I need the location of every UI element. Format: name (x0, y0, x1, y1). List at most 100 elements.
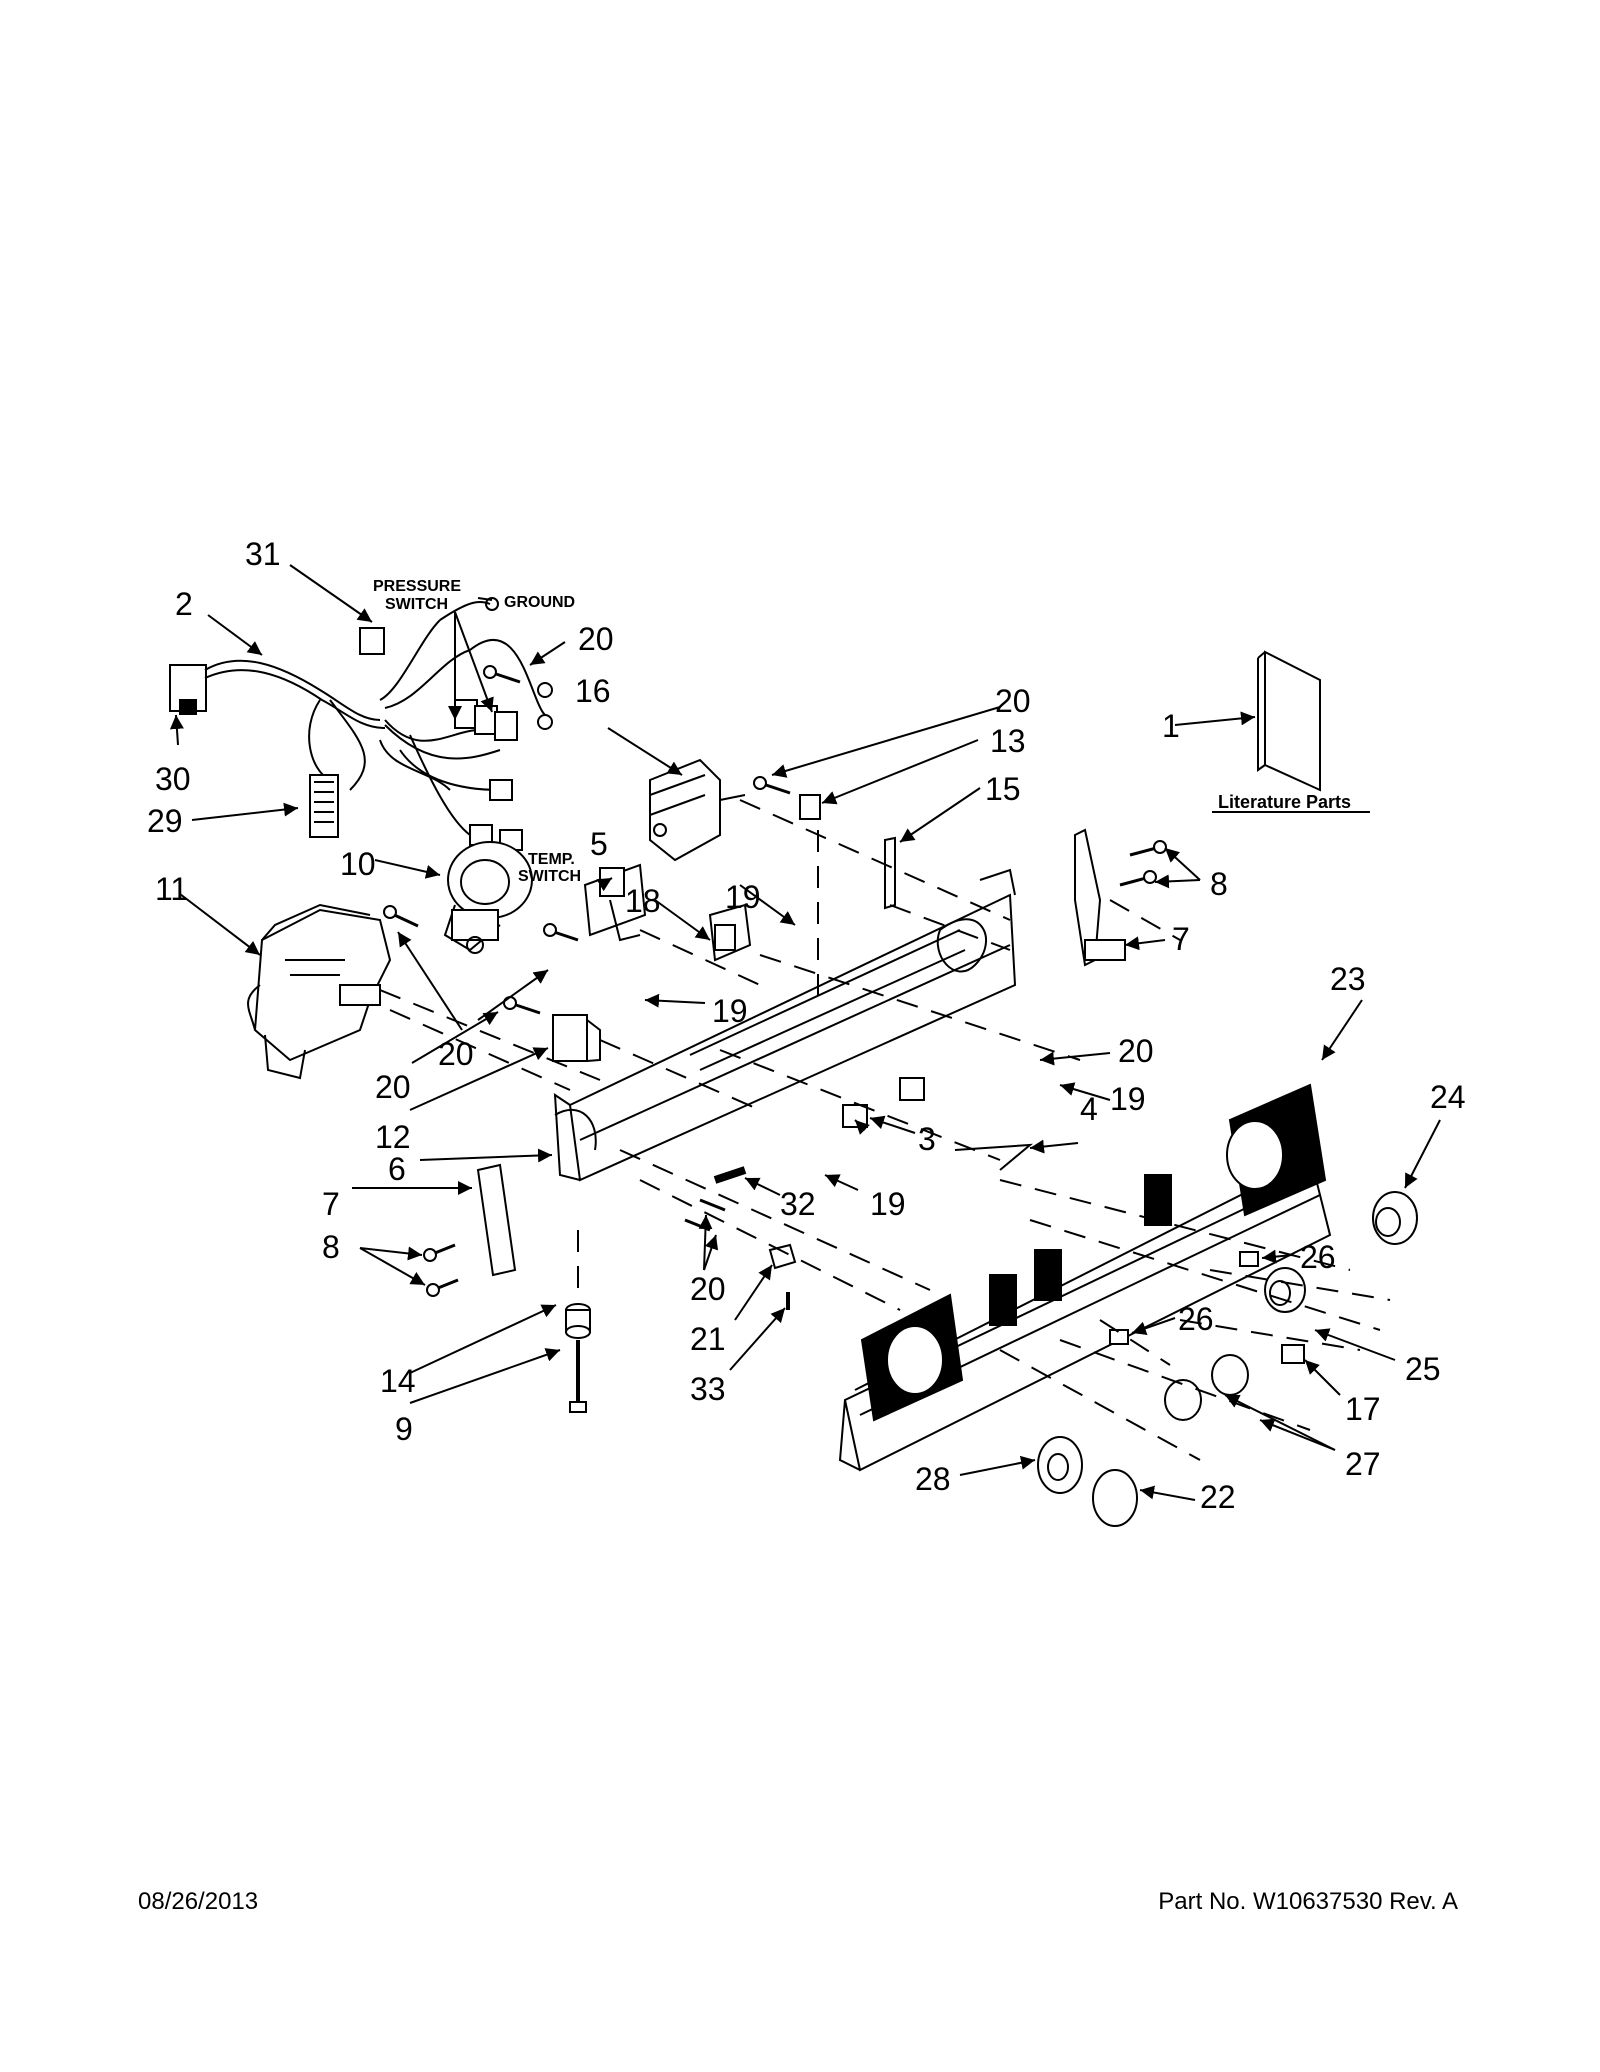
leader-26a (1261, 1249, 1293, 1264)
callout-30: 30 (155, 761, 191, 797)
callout-11: 11 (155, 871, 188, 907)
callout-13: 13 (990, 723, 1026, 759)
switch-part (708, 903, 752, 962)
callout-14: 14 (380, 1363, 416, 1399)
leader-6 (419, 1148, 553, 1163)
leader-19e (854, 1119, 870, 1135)
console-panel-part (838, 1083, 1332, 1472)
leader-21 (734, 1264, 773, 1321)
leader-ground (477, 597, 493, 601)
callout-18: 18 (625, 883, 661, 919)
rail-part (1074, 828, 1126, 967)
callout-25: 25 (1405, 1351, 1441, 1387)
callout-27: 27 (1345, 1446, 1381, 1482)
leader-19d (824, 1174, 859, 1191)
callout-6: 6 (388, 1151, 406, 1187)
callout-5: 5 (590, 826, 608, 862)
callout-23: 23 (1330, 961, 1366, 997)
leader-20f (771, 706, 1001, 778)
pressure-switch-label-2: SWITCH (385, 596, 448, 613)
leader-17 (1304, 1359, 1341, 1396)
leader-20e-b (703, 1234, 719, 1271)
callout-17: 17 (1345, 1391, 1381, 1427)
leader-18 (654, 899, 711, 941)
screw-part (753, 776, 791, 795)
leader-2 (207, 614, 263, 656)
clip-part (799, 794, 821, 820)
footer-date: 08/26/2013 (138, 1888, 259, 1915)
leader-28 (959, 1455, 1036, 1476)
leader-27-a (1224, 1394, 1336, 1451)
callout-12: 12 (375, 1119, 411, 1155)
bracket-part (884, 836, 896, 910)
knob-part (1264, 1267, 1306, 1313)
literature-booklet-part (1257, 650, 1321, 792)
ground-label: GROUND (504, 594, 575, 611)
callout-2: 2 (175, 586, 193, 622)
leader-32 (744, 1177, 781, 1196)
literature-parts-label: Literature Parts (1218, 792, 1351, 812)
leader-8L-b (359, 1247, 426, 1286)
callout-32: 32 (780, 1186, 816, 1222)
leader-33 (729, 1307, 786, 1371)
leader-22 (1139, 1485, 1196, 1501)
callout-22: 22 (1200, 1479, 1236, 1515)
leader-19a (739, 884, 796, 926)
wire-harness-part (169, 597, 553, 851)
screw-part (1119, 870, 1157, 887)
callout-20d: 20 (375, 1069, 411, 1105)
leader-12 (409, 1047, 549, 1111)
callout-21: 21 (690, 1321, 726, 1357)
screw-part (426, 1278, 459, 1297)
callout-31: 31 (245, 536, 281, 572)
clip-part (1109, 1251, 1305, 1364)
callout-4: 4 (1080, 1091, 1098, 1127)
leader-11 (179, 893, 261, 956)
leader-5 (596, 877, 613, 892)
leader-20a (529, 641, 566, 666)
drive-assembly-part (649, 758, 746, 862)
callout-9: 9 (395, 1411, 413, 1447)
pressure-switch-label-1: PRESSURE (373, 578, 461, 595)
leader-30 (169, 714, 184, 746)
callout-8L: 8 (322, 1229, 340, 1265)
callout-1: 1 (1162, 708, 1180, 744)
leader-26b (1131, 1317, 1176, 1335)
leader-20e-a (698, 1214, 713, 1271)
callout-20g: 20 (1118, 1033, 1154, 1069)
leader-13 (821, 739, 979, 805)
leader-19b (644, 993, 706, 1008)
knob-part (1164, 1354, 1249, 1421)
leader-20b (397, 931, 463, 1031)
footer-part-number: Part No. W10637530 Rev. A (1158, 1888, 1458, 1915)
timer-part (247, 903, 392, 1080)
leader-8R-b (1154, 874, 1201, 889)
screw-part (543, 923, 579, 942)
leader-20d (411, 1011, 499, 1064)
callout-24: 24 (1430, 1079, 1466, 1115)
callout-26a: 26 (1300, 1239, 1336, 1275)
knob-part (1372, 1191, 1418, 1245)
callout-16: 16 (575, 673, 611, 709)
callout-20f: 20 (995, 683, 1031, 719)
leader-27-b (1259, 1418, 1336, 1451)
callout-19d: 19 (870, 1186, 906, 1222)
leveling-leg-part (565, 1303, 591, 1413)
temp-switch-label-2: SWITCH (518, 868, 581, 885)
callout-8R: 8 (1210, 866, 1228, 902)
pin-part (713, 1166, 747, 1184)
leader-29 (191, 802, 299, 821)
leader-8R-a (1164, 847, 1201, 881)
callout-20a: 20 (578, 621, 614, 657)
leader-14 (409, 1304, 557, 1374)
callout-19a: 19 (725, 879, 761, 915)
callout-28: 28 (915, 1461, 951, 1497)
switch-part (552, 1014, 601, 1062)
leader-25 (1314, 1328, 1396, 1361)
leader-19c (1059, 1082, 1111, 1101)
callout-3: 3 (918, 1121, 936, 1157)
callout-15: 15 (985, 771, 1021, 807)
callout-20e: 20 (690, 1271, 726, 1307)
leader-20g (1039, 1051, 1111, 1066)
